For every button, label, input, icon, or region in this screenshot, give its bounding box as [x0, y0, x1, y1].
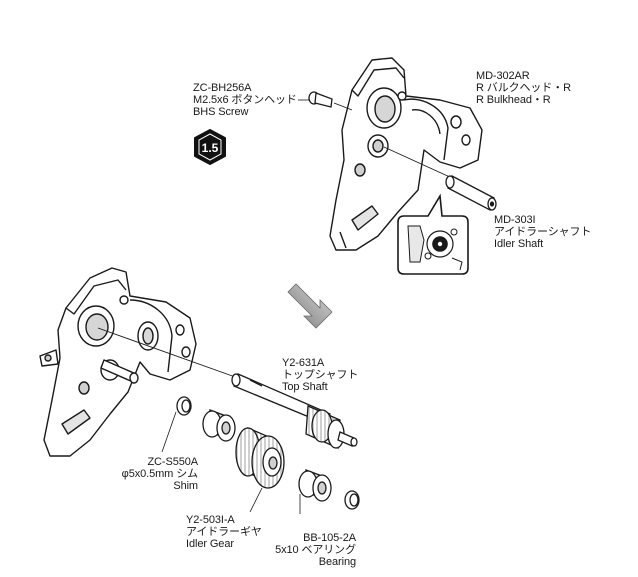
label-shim: ZC-S550A φ5x0.5mm シム Shim — [100, 456, 198, 492]
label-screw-en: BHS Screw — [193, 106, 249, 118]
label-top-shaft-jp: トップシャフト — [282, 369, 359, 381]
label-shim-en: Shim — [173, 480, 198, 492]
label-top-shaft-code: Y2-631A — [282, 357, 325, 369]
top-bulkhead-part — [329, 57, 483, 251]
label-top-shaft-en: Top Shaft — [282, 381, 328, 393]
bearing-right — [298, 469, 332, 502]
label-idler-shaft: MD-303I アイドラーシャフト Idler Shaft — [494, 214, 591, 250]
label-screw-jp: M2.5x6 ボタンヘッド — [193, 94, 297, 106]
label-screw: ZC-BH256A M2.5x6 ボタンヘッド BHS Screw — [193, 82, 297, 118]
detail-callout — [397, 193, 469, 275]
idler-gear-part — [235, 427, 285, 489]
label-idler-gear-code: Y2-503I-A — [186, 514, 235, 526]
label-bulkhead-en: R Bulkhead・R — [476, 94, 551, 106]
label-bearing-en: Bearing — [318, 556, 356, 568]
bhs-screw-top — [308, 91, 353, 111]
label-top-shaft: Y2-631A トップシャフト Top Shaft — [282, 357, 358, 393]
step-arrow-icon — [287, 283, 333, 329]
leader-lines — [161, 99, 310, 514]
label-bulkhead-code: MD-302AR — [476, 70, 530, 82]
label-bulkhead: MD-302AR R バルクヘッド・R R Bulkhead・R — [476, 70, 571, 106]
label-screw-code: ZC-BH256A — [193, 82, 252, 94]
label-idler-gear-en: Idler Gear — [186, 538, 234, 550]
label-bearing: BB-105-2A 5x10 ベアリング Bearing — [264, 532, 356, 568]
bearing-left — [202, 409, 236, 442]
top-shaft — [97, 327, 358, 449]
shim-part — [176, 396, 192, 416]
label-bulkhead-jp: R バルクヘッド・R — [476, 82, 571, 94]
label-idler-gear: Y2-503I-A アイドラーギヤ Idler Gear — [186, 514, 262, 550]
label-shim-jp: φ5x0.5mm シム — [121, 468, 198, 480]
label-shim-code: ZC-S550A — [147, 456, 198, 468]
hex-size-label: 1.5 — [201, 141, 219, 155]
bottom-bulkhead-part — [39, 267, 197, 457]
label-idler-gear-jp: アイドラーギヤ — [186, 526, 262, 538]
label-idler-shaft-en: Idler Shaft — [494, 238, 544, 250]
label-bearing-jp: 5x10 ベアリング — [275, 544, 356, 556]
shim-right — [344, 490, 360, 510]
label-bearing-code: BB-105-2A — [303, 532, 356, 544]
label-idler-shaft-code: MD-303I — [494, 214, 536, 226]
label-idler-shaft-jp: アイドラーシャフト — [494, 226, 592, 238]
idler-shaft-top — [383, 146, 497, 211]
